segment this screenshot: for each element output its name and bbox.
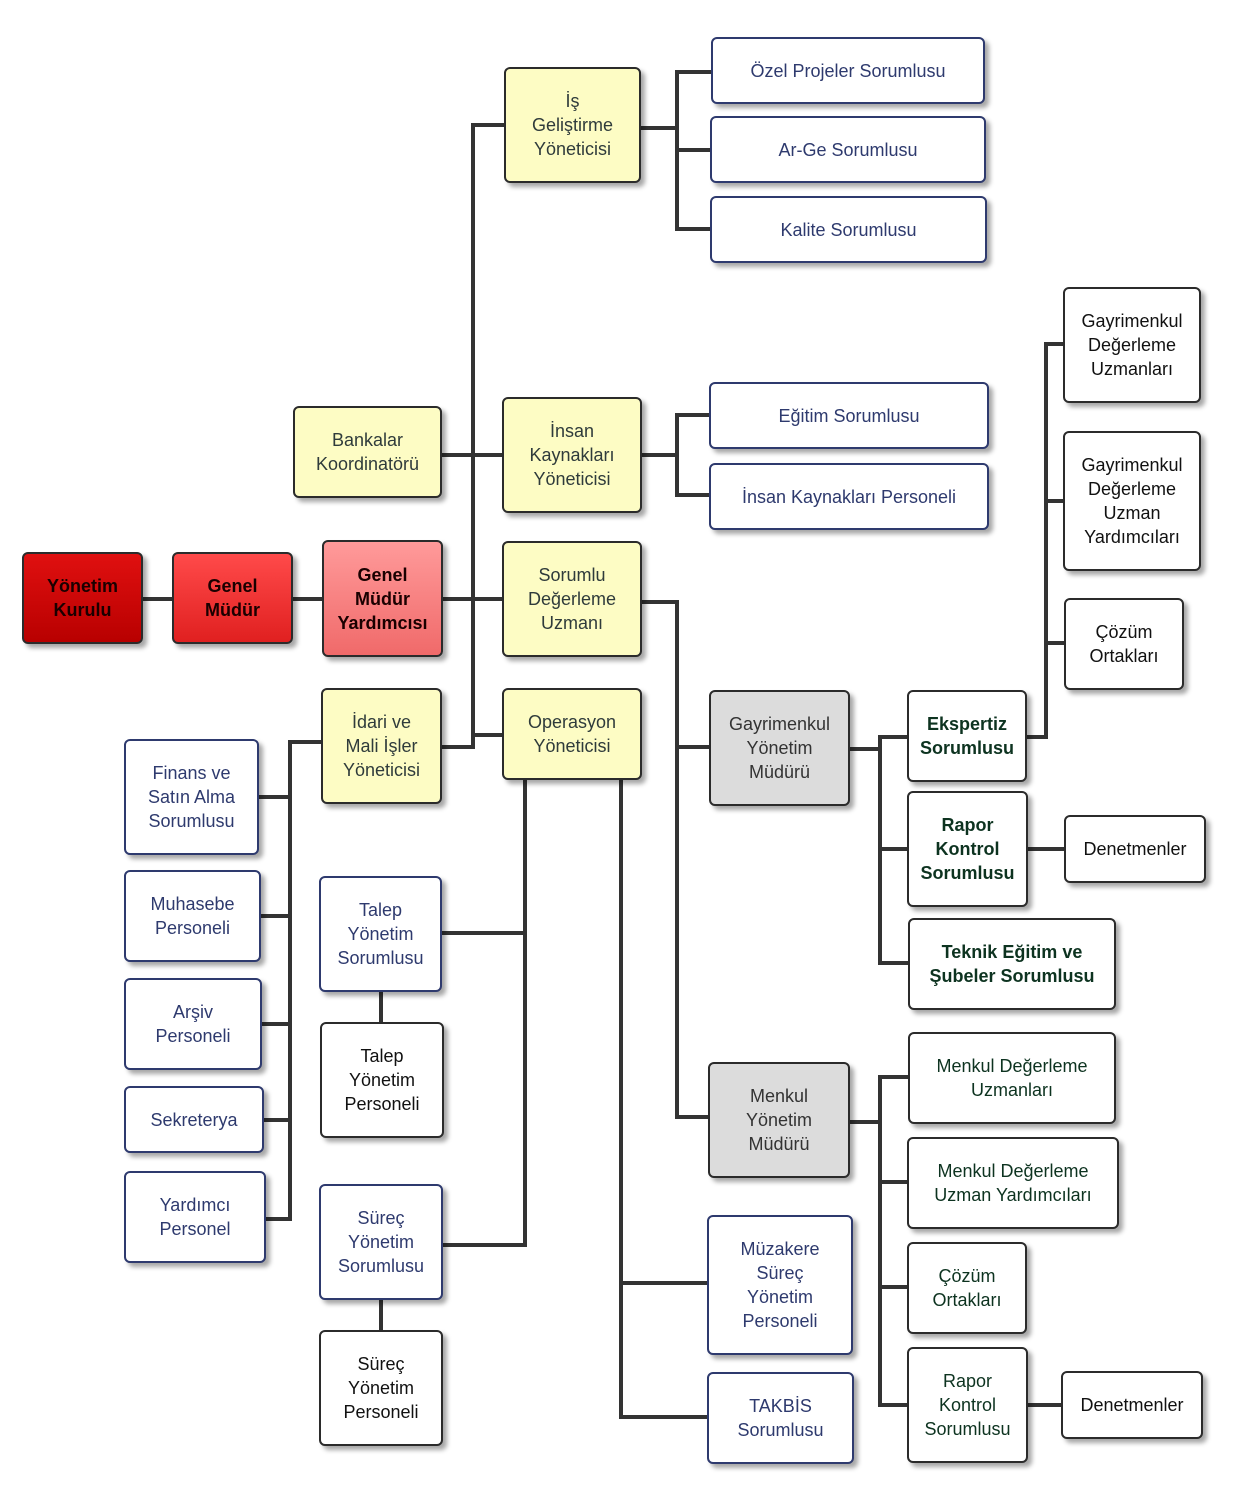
node-is-gelistirme-yoneticisi: İş Geliştirme Yöneticisi xyxy=(504,67,641,183)
node-yonetim-kurulu: Yönetim Kurulu xyxy=(22,552,143,644)
node-kalite-sorumlusu: Kalite Sorumlusu xyxy=(710,196,987,263)
node-teknik-egitim-subeler-sorumlusu: Teknik Eğitim ve Şubeler Sorumlusu xyxy=(908,918,1116,1010)
node-gayrimenkul-degerleme-uzmanlari: Gayrimenkul Değerleme Uzmanları xyxy=(1063,287,1201,403)
node-bankalar-koordinatoru: Bankalar Koordinatörü xyxy=(293,406,442,498)
node-menkul-degerleme-uzmanlari: Menkul Değerleme Uzmanları xyxy=(908,1032,1116,1124)
node-insan-kaynaklari-personeli: İnsan Kaynakları Personeli xyxy=(709,463,989,530)
node-finans-satin-alma-sorumlusu: Finans ve Satın Alma Sorumlusu xyxy=(124,739,259,855)
node-menkul-yonetim-muduru: Menkul Yönetim Müdürü xyxy=(708,1062,850,1178)
node-ekspertiz-sorumlusu: Ekspertiz Sorumlusu xyxy=(907,690,1027,782)
node-arsiv-personeli: Arşiv Personeli xyxy=(124,978,262,1070)
node-genel-mudur-yardimcisi: Genel Müdür Yardımcısı xyxy=(322,540,443,657)
node-sorumlu-degerleme-uzmani: Sorumlu Değerleme Uzmanı xyxy=(502,541,642,657)
node-genel-mudur: Genel Müdür xyxy=(172,552,293,644)
node-surec-yonetim-sorumlusu: Süreç Yönetim Sorumlusu xyxy=(319,1184,443,1300)
node-gayrimenkul-yonetim-muduru: Gayrimenkul Yönetim Müdürü xyxy=(709,690,850,806)
node-egitim-sorumlusu: Eğitim Sorumlusu xyxy=(709,382,989,449)
node-talep-yonetim-personeli: Talep Yönetim Personeli xyxy=(320,1022,444,1138)
node-menkul-degerleme-uzman-yardimcilari: Menkul Değerleme Uzman Yardımcıları xyxy=(907,1137,1119,1229)
node-ozel-projeler-sorumlusu: Özel Projeler Sorumlusu xyxy=(711,37,985,104)
node-takbis-sorumlusu: TAKBİS Sorumlusu xyxy=(707,1372,854,1464)
node-insan-kaynaklari-yoneticisi: İnsan Kaynakları Yöneticisi xyxy=(502,397,642,513)
node-denetmenler-2: Denetmenler xyxy=(1061,1371,1203,1439)
node-talep-yonetim-sorumlusu: Talep Yönetim Sorumlusu xyxy=(319,876,442,992)
node-denetmenler-1: Denetmenler xyxy=(1064,815,1206,883)
node-muzakere-surec-yonetim-personeli: Müzakere Süreç Yönetim Personeli xyxy=(707,1215,853,1355)
node-idari-mali-isler-yoneticisi: İdari ve Mali İşler Yöneticisi xyxy=(321,688,442,804)
node-cozum-ortaklari-2: Çözüm Ortakları xyxy=(907,1242,1027,1334)
node-operasyon-yoneticisi: Operasyon Yöneticisi xyxy=(502,688,642,780)
node-muhasebe-personeli: Muhasebe Personeli xyxy=(124,870,261,962)
node-ar-ge-sorumlusu: Ar-Ge Sorumlusu xyxy=(710,116,986,183)
node-cozum-ortaklari-1: Çözüm Ortakları xyxy=(1064,598,1184,690)
node-yardimci-personel: Yardımcı Personel xyxy=(124,1171,266,1263)
node-gayrimenkul-degerleme-uzman-yardimcilari: Gayrimenkul Değerleme Uzman Yardımcıları xyxy=(1063,431,1201,571)
node-surec-yonetim-personeli: Süreç Yönetim Personeli xyxy=(319,1330,443,1446)
node-rapor-kontrol-sorumlusu-2: Rapor Kontrol Sorumlusu xyxy=(907,1347,1028,1463)
node-rapor-kontrol-sorumlusu-1: Rapor Kontrol Sorumlusu xyxy=(907,791,1028,907)
node-sekreterya: Sekreterya xyxy=(124,1086,264,1153)
